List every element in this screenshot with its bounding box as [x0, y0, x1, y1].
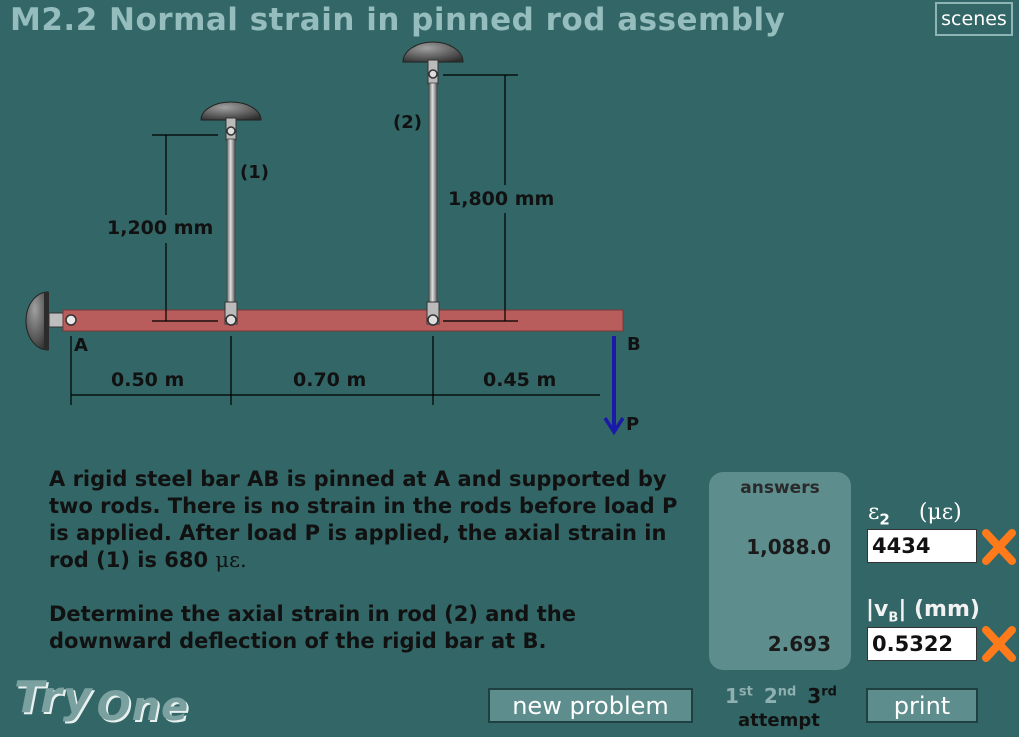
problem-para1: A rigid steel bar AB is pinned at A and …: [49, 467, 678, 572]
attempt-indicator: 1st 2nd 3rd: [725, 684, 837, 708]
answers-title: answers: [740, 478, 820, 498]
rod2-label: (2): [393, 112, 422, 133]
rod-2: [402, 41, 464, 326]
answer-strain-rod2: 1,088.0: [746, 535, 831, 559]
rod1-length-label: 1,200 mm: [107, 217, 214, 239]
rigid-bar-ab: [62, 309, 624, 332]
deflection-b-label: |vB| (mm): [866, 597, 980, 626]
problem-para2: Determine the axial strain in rod (2) an…: [49, 602, 576, 653]
rod2-length-label: 1,800 mm: [448, 188, 555, 210]
rod1-length-dimension: [152, 134, 218, 322]
rod-assembly-diagram: [25, 41, 625, 436]
load-arrow: [603, 336, 625, 436]
new-problem-button[interactable]: new problem: [488, 688, 693, 723]
deflection-b-input[interactable]: 0.5322: [867, 627, 977, 661]
x-mark-icon: [982, 529, 1016, 565]
span-dimension: [70, 336, 600, 405]
attempt-3: 3rd: [807, 684, 837, 708]
attempt-1: 1st: [725, 684, 753, 708]
strain-rod2-input[interactable]: 4434: [867, 529, 977, 563]
span1-label: 0.50 m: [111, 369, 185, 391]
attempt-label: attempt: [738, 710, 820, 731]
strain-rod2-label: ε2 (με): [868, 500, 962, 529]
scenes-button[interactable]: scenes: [935, 2, 1013, 36]
point-a-label: A: [74, 335, 88, 356]
span2-label: 0.70 m: [293, 369, 367, 391]
page-title: M2.2 Normal strain in pinned rod assembl…: [10, 2, 786, 38]
problem-statement: A rigid steel bar AB is pinned at A and …: [49, 466, 689, 682]
rod2-length-dimension: [443, 74, 518, 322]
point-b-label: B: [627, 334, 641, 355]
rod1-label: (1): [240, 162, 269, 183]
rod-1: [200, 101, 262, 326]
answer-deflection-b: 2.693: [767, 632, 831, 656]
answers-panel: [709, 472, 851, 670]
print-button[interactable]: print: [866, 688, 978, 723]
x-mark-icon: [982, 626, 1016, 662]
span3-label: 0.45 m: [483, 369, 557, 391]
load-p-label: P: [626, 414, 640, 435]
given-strain-unit: με.: [215, 548, 247, 572]
attempt-2: 2nd: [763, 684, 797, 708]
given-strain-value: 680: [164, 548, 209, 572]
